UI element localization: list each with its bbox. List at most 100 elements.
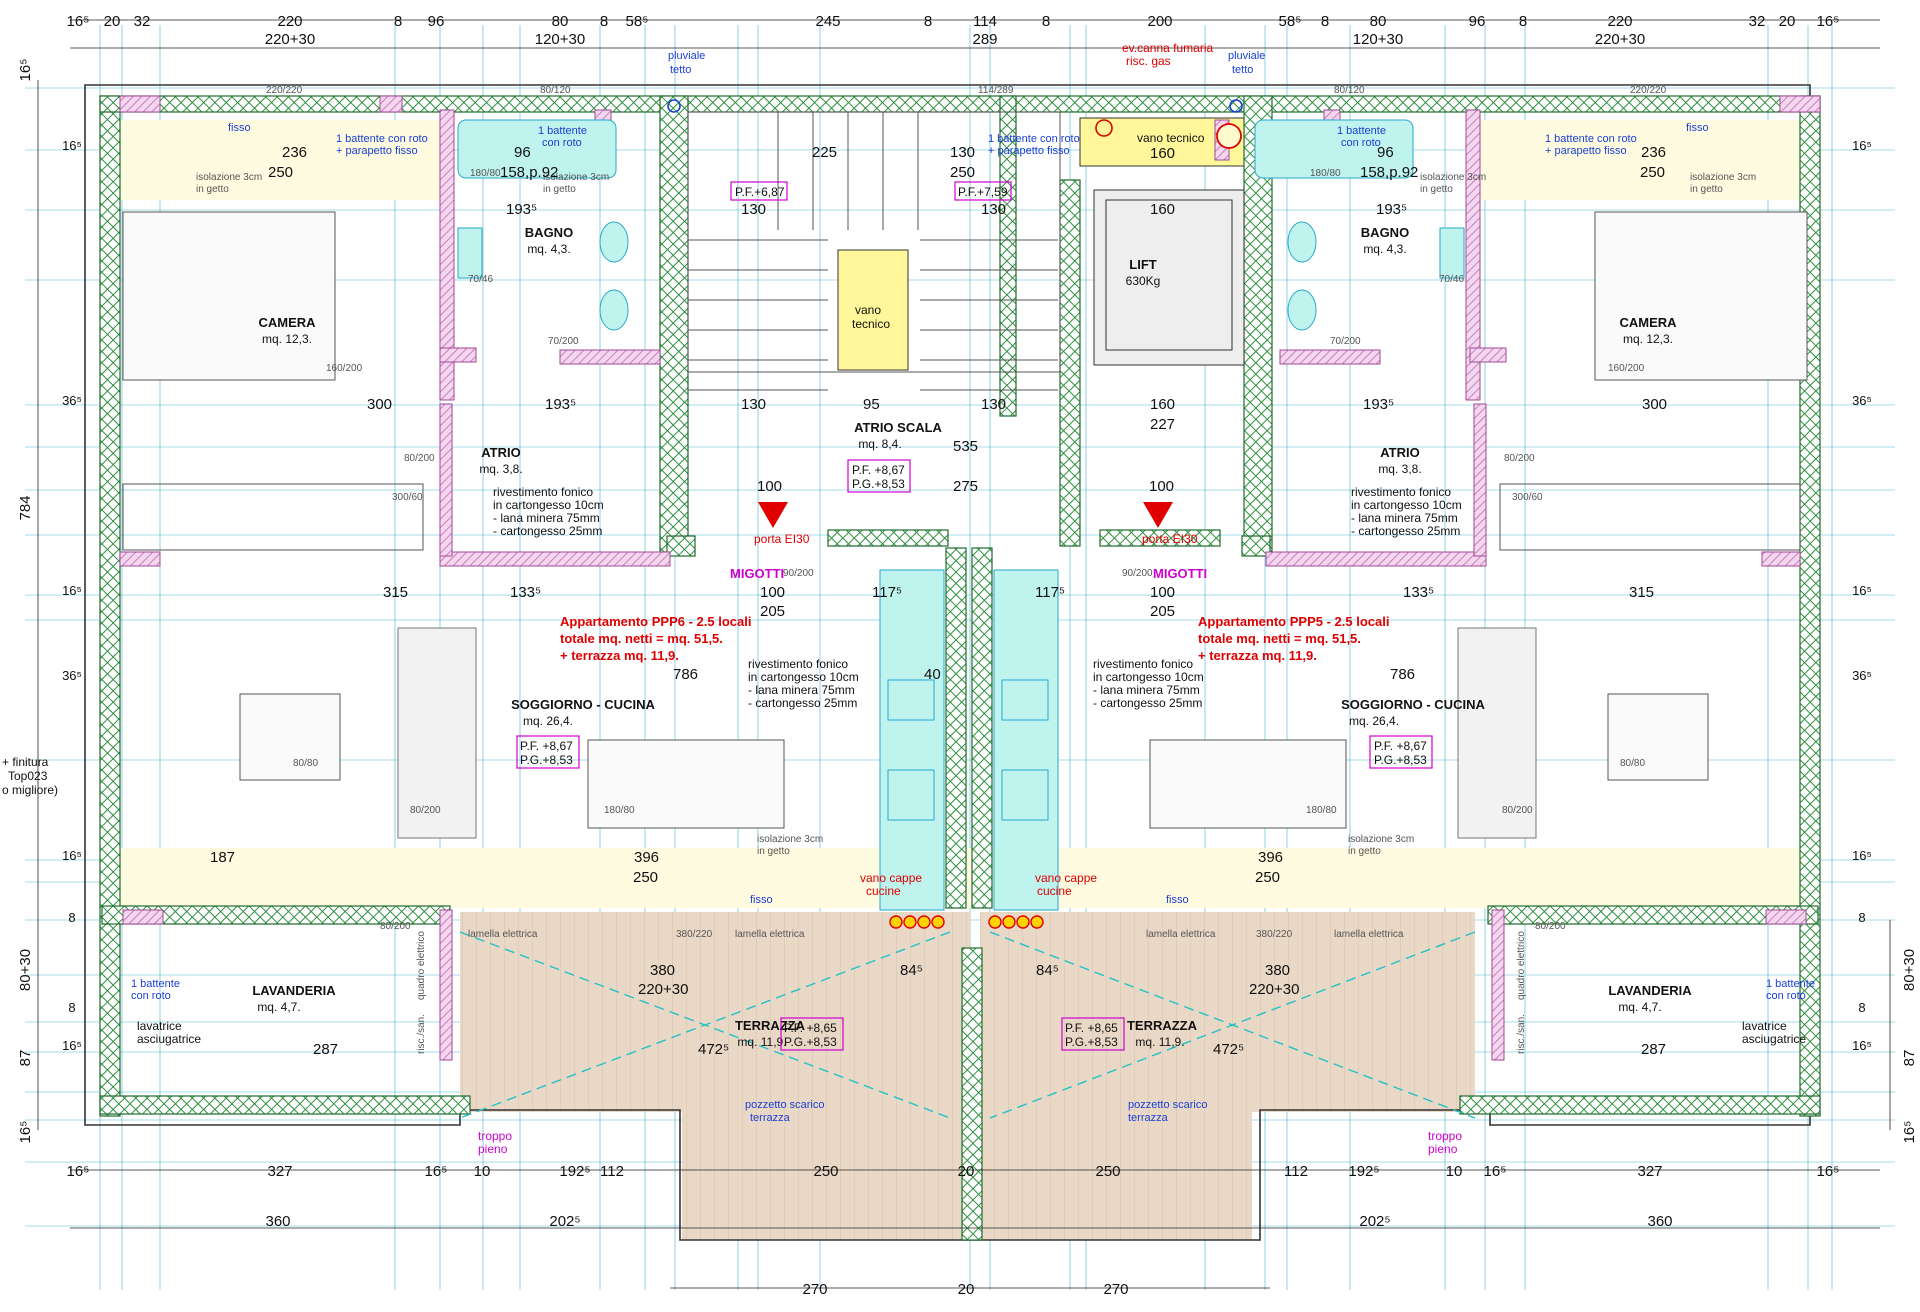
dim-label: 200 (1147, 13, 1172, 30)
structural-wall (945, 547, 967, 909)
acoustic-note: rivestimento fonico (1093, 657, 1193, 671)
vano-tecnico-box (837, 249, 909, 371)
dim-label: 58⁵ (1279, 13, 1302, 30)
insulation-note: isolazione 3cm (1348, 834, 1414, 845)
room-name: SOGGIORNO - CUCINA (1341, 697, 1485, 712)
window-note: + parapetto fisso (336, 145, 418, 157)
dim-label: 130 (981, 396, 1006, 413)
terrace-floor (682, 1110, 970, 1240)
dim-label: 16⁵ (17, 1121, 34, 1144)
acoustic-note: - lana minera 75mm (1093, 683, 1200, 697)
dim-label: 205 (1150, 603, 1175, 620)
room-area: mq. 12,3. (1623, 332, 1673, 346)
dim-label: 96 (1377, 144, 1394, 161)
insulation-note: isolazione 3cm (543, 172, 609, 183)
acoustic-note: in cartongesso 10cm (1351, 498, 1462, 512)
dim-label: 236 (282, 144, 307, 161)
window-tag: 300/60 (1512, 492, 1543, 503)
sofa (1457, 627, 1537, 839)
window-tag: 114/289 (978, 85, 1014, 96)
dim-label: 58⁵ (626, 13, 649, 30)
partition-wall (559, 349, 661, 365)
kitchen-counter (879, 569, 945, 911)
dim-label: 250 (813, 1163, 838, 1180)
fixture-tag: 80/80 (293, 758, 318, 769)
structural-wall (961, 947, 983, 1241)
dim-label: 16⁵ (67, 1163, 90, 1180)
dim-label: 225 (812, 144, 837, 161)
dim-label: 193⁵ (1363, 396, 1394, 413)
dim-label: 16⁵ (67, 13, 90, 30)
acoustic-note: - cartongesso 25mm (1093, 696, 1202, 710)
appliance-note: asciugatrice (1742, 1032, 1806, 1046)
dim-label: 120+30 (1353, 31, 1403, 48)
dining-table (587, 739, 785, 829)
pluviale-note: tetto (670, 64, 691, 76)
dim-label: 160 (1150, 145, 1175, 162)
migotti-label: MIGOTTI (730, 566, 784, 581)
partition-wall (1265, 551, 1487, 567)
window-tag: 300/60 (392, 492, 423, 503)
hood-note: cucine (1037, 884, 1072, 898)
drain-note: pozzetto scarico (1128, 1099, 1207, 1111)
door-tag: 160/200 (1608, 363, 1645, 374)
partition-wall (1279, 349, 1381, 365)
dim-label: 192⁵ (559, 1163, 590, 1180)
insulation-note: in getto (1420, 184, 1453, 195)
dim-label: 396 (1258, 849, 1283, 866)
window-note: con roto (542, 137, 582, 149)
dim-label: 360 (265, 1213, 290, 1230)
window-tag: 80/200 (1535, 921, 1566, 932)
level-label: P.F.+7,59 (958, 185, 1008, 199)
window-note: con roto (1341, 137, 1381, 149)
partition-wall (439, 551, 671, 567)
window-note: 1 battente con roto (336, 133, 428, 145)
pluviale-note: pluviale (668, 50, 705, 62)
dim-label: 96 (428, 13, 445, 30)
terrace-floor (460, 912, 970, 1112)
acoustic-note: - cartongesso 25mm (493, 524, 602, 538)
acoustic-note: in cartongesso 10cm (748, 670, 859, 684)
dim-label: 20 (104, 13, 121, 30)
flue-pipe (988, 915, 1002, 929)
dim-label: 8 (68, 910, 75, 925)
structural-wall (99, 1095, 471, 1115)
dim-label: 8 (1858, 1000, 1865, 1015)
window-tag: 80/120 (1334, 85, 1365, 96)
door-tag: 80/200 (1504, 453, 1535, 464)
fixture-tag: 180/80 (1310, 168, 1341, 179)
overflow-note: troppo (1428, 1129, 1462, 1143)
appliance-note: lavatrice (137, 1019, 182, 1033)
room-name: CAMERA (1619, 315, 1677, 330)
building-outline (84, 84, 1811, 1241)
dim-label: 300 (1642, 396, 1667, 413)
room-area: mq. 26,4. (1349, 714, 1399, 728)
dim-label: 10 (1446, 1163, 1463, 1180)
dim-label: 250 (268, 164, 293, 181)
insulation-note: isolazione 3cm (757, 834, 823, 845)
partition-wall (122, 909, 164, 925)
partition-wall (1779, 95, 1821, 113)
flue-pipe (917, 915, 931, 929)
dim-label: 100 (760, 584, 785, 601)
room-name: CAMERA (258, 315, 316, 330)
partition-wall (379, 95, 403, 113)
level-label: P.G.+8,53 (784, 1035, 837, 1049)
kitchen-sink (887, 679, 935, 721)
dim-label: 160 (1150, 396, 1175, 413)
fixture-tag: 80/200 (410, 805, 441, 816)
fisso-label: fisso (228, 122, 251, 134)
structural-wall (666, 535, 696, 557)
panel-note: risc./san. (416, 1014, 427, 1054)
vano-label: vano (855, 303, 881, 317)
acoustic-note: rivestimento fonico (748, 657, 848, 671)
apartment-total: totale mq. netti = mq. 51,5. (560, 631, 723, 646)
fisso-label: fisso (1166, 894, 1189, 906)
dim-label: 300 (367, 396, 392, 413)
partition-wall (439, 403, 453, 557)
washbasin (457, 227, 483, 279)
door-tag: 70/200 (1330, 336, 1361, 347)
room-name: ATRIO (1380, 445, 1419, 460)
